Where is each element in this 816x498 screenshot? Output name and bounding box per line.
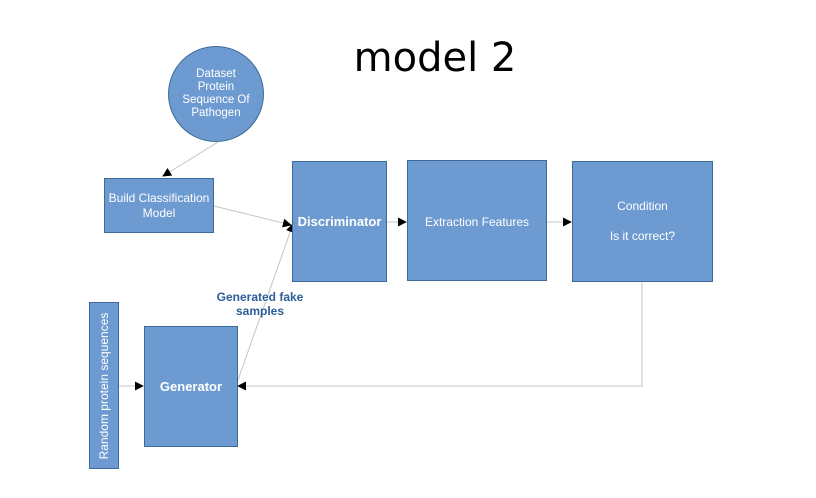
discriminator-node: Discriminator: [292, 161, 387, 282]
random-sequences-label: Random protein sequences: [97, 312, 111, 459]
fake-samples-line1: Generated fake: [216, 290, 304, 304]
generated-fake-samples-label: Generated fake samples: [212, 290, 308, 318]
edge-dataset-to-build: [162, 141, 219, 177]
dataset-node: Dataset Protein Sequence Of Pathogen: [168, 46, 264, 142]
edge-build-to-discriminator: [213, 205, 292, 228]
dataset-line1: Dataset: [196, 68, 236, 80]
edge-condition-to-generator: [237, 282, 643, 391]
condition-node: Condition Is it correct?: [572, 161, 713, 282]
dataset-line2: Protein: [197, 81, 235, 93]
dataset-line4: Pathogen: [191, 107, 241, 119]
dataset-line3: Sequence Of: [182, 94, 250, 106]
edge-generator-to-discriminator: [237, 223, 295, 381]
extraction-label: Extraction Features: [424, 215, 530, 229]
generator-node: Generator: [144, 326, 238, 447]
random-sequences-node: Random protein sequences: [89, 302, 119, 469]
fake-samples-line2: samples: [235, 304, 285, 318]
condition-line1: Condition: [617, 199, 668, 213]
condition-line2: Is it correct?: [609, 229, 676, 243]
build-line1: Build Classification: [108, 190, 210, 205]
build-classification-node: Build Classification Model: [104, 178, 214, 233]
build-line2: Model: [142, 205, 176, 220]
discriminator-label: Discriminator: [297, 214, 382, 229]
diagram-title: model 2: [353, 35, 517, 81]
extraction-features-node: Extraction Features: [407, 160, 547, 281]
generator-label: Generator: [159, 379, 223, 394]
